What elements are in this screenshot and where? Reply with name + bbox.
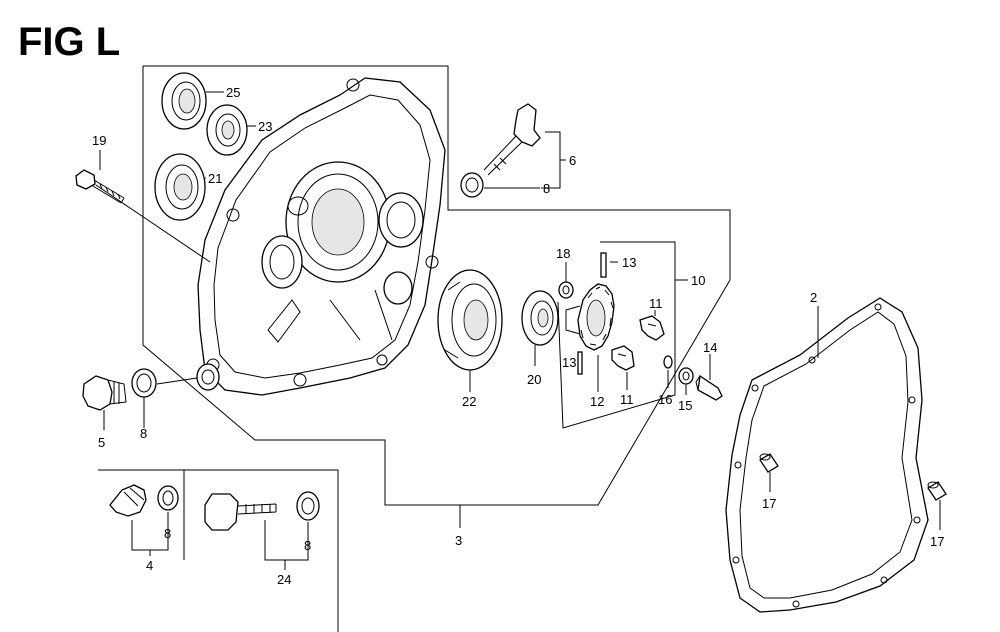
callout-6: 6 <box>569 153 576 168</box>
callout-23: 23 <box>258 119 272 134</box>
callout-10: 10 <box>691 273 705 288</box>
callout-15: 15 <box>678 398 692 413</box>
callout-20: 20 <box>527 372 541 387</box>
bearing-21 <box>154 153 206 221</box>
o-ring-cover <box>196 363 220 391</box>
o-ring-8-gauge <box>460 172 484 198</box>
callout-12: 12 <box>590 394 604 409</box>
group-outline-governor <box>557 241 676 429</box>
callout-18: 18 <box>556 246 570 261</box>
leader-drain-to-cover <box>156 377 198 385</box>
callout-8-plug4: 8 <box>164 526 171 541</box>
callout-16: 16 <box>658 392 672 407</box>
leader-19-to-cover <box>95 184 211 263</box>
callout-4: 4 <box>146 558 153 573</box>
callout-17-a: 17 <box>762 496 776 511</box>
governor-weight-11-top <box>639 315 665 341</box>
crankcase-cover <box>197 77 446 396</box>
ball-bearing-22 <box>437 269 503 371</box>
bearing-23 <box>206 104 248 156</box>
bracket-6 <box>541 131 561 189</box>
option-box-outline <box>98 469 339 632</box>
callout-3: 3 <box>455 533 462 548</box>
callout-13-bottom: 13 <box>562 355 576 370</box>
callout-21: 21 <box>208 171 222 186</box>
cover-gasket-2 <box>725 297 929 613</box>
bracket-4 <box>131 512 169 551</box>
oil-level-gauge <box>483 103 541 176</box>
oil-filler-plug-4 <box>109 484 147 517</box>
figure-title: FIG L <box>18 20 120 64</box>
washer-15 <box>678 367 694 385</box>
callout-24: 24 <box>277 572 291 587</box>
bracket-24 <box>264 520 309 561</box>
governor-shaft-14 <box>695 374 723 401</box>
pin-13-top <box>600 252 607 278</box>
dowel-pin-17-a <box>759 453 779 473</box>
dipstick-24 <box>204 493 277 531</box>
callout-14: 14 <box>703 340 717 355</box>
dowel-pin-17-b <box>927 481 947 501</box>
callout-25: 25 <box>226 85 240 100</box>
oil-seal-25 <box>161 72 207 130</box>
needle-bearing-20 <box>521 290 559 346</box>
washer-18 <box>558 281 574 299</box>
pin-13-bottom <box>577 351 583 375</box>
callout-5: 5 <box>98 435 105 450</box>
callout-13-top: 13 <box>622 255 636 270</box>
callout-22: 22 <box>462 394 476 409</box>
washer-8-drain <box>131 368 157 398</box>
callout-11-top: 11 <box>649 296 663 311</box>
callout-17-b: 17 <box>930 534 944 549</box>
clip-16 <box>663 355 673 369</box>
callout-8-gauge: 8 <box>543 181 550 196</box>
callout-8-dipstick: 8 <box>304 538 311 553</box>
governor-gear-12 <box>565 283 615 351</box>
o-ring-8-plug4 <box>157 485 179 511</box>
callout-19: 19 <box>92 133 106 148</box>
callout-11-bottom: 11 <box>620 392 634 407</box>
callout-2: 2 <box>810 290 817 305</box>
callout-8-drain: 8 <box>140 426 147 441</box>
flange-bolt-19 <box>75 169 125 204</box>
group-outline-cover <box>142 65 731 506</box>
o-ring-8-dipstick <box>296 491 320 521</box>
drain-plug-5 <box>82 375 127 411</box>
governor-weight-11-bottom <box>611 345 635 371</box>
